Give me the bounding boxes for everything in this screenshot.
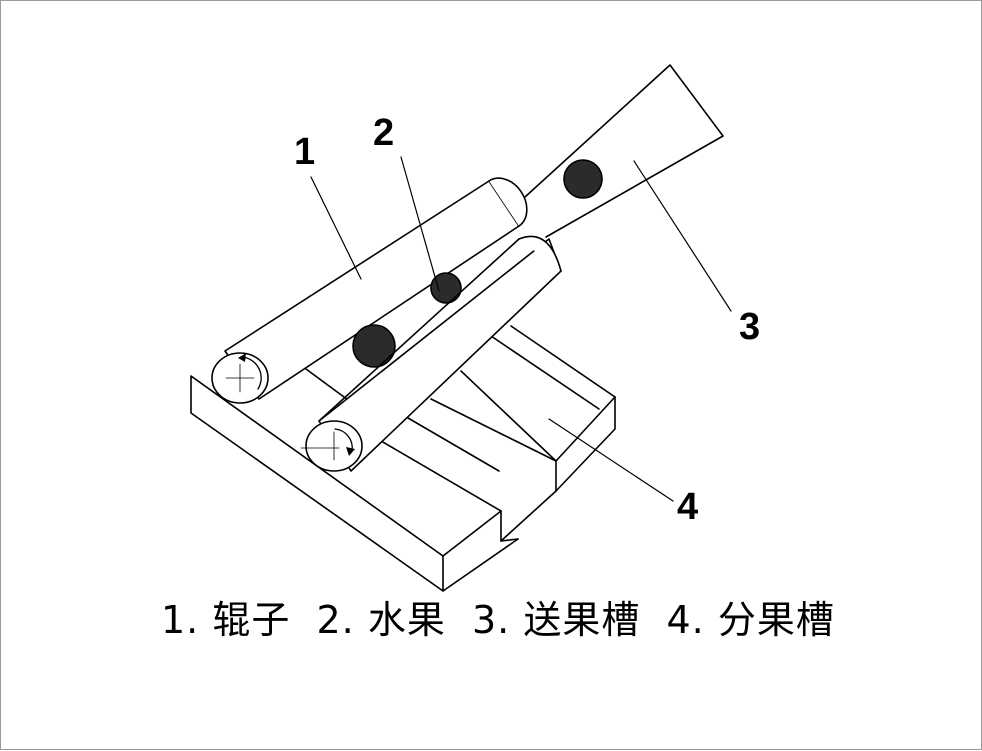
- label-sorting-trough: 4: [677, 486, 698, 528]
- label-feed-chute: 3: [739, 306, 760, 348]
- label-fruit: 2: [373, 112, 394, 154]
- label-roller: 1: [294, 131, 315, 173]
- rotation-arrow-back: [241, 356, 262, 390]
- leader-line-4: [548, 418, 674, 502]
- fruit-large: [352, 324, 396, 368]
- leader-line-2: [400, 156, 440, 292]
- figure-caption: 1. 辊子 2. 水果 3. 送果槽 4. 分果槽: [161, 598, 835, 642]
- leader-line-3: [633, 160, 732, 312]
- fruit-in-chute: [563, 159, 603, 199]
- feed-chute: [513, 64, 724, 238]
- fruit-small: [430, 272, 462, 304]
- roller-back: [211, 177, 528, 404]
- sorting-trough: [190, 325, 616, 592]
- roller-front: [300, 235, 562, 472]
- leader-line-1: [310, 176, 362, 280]
- rotation-arrow-front: [334, 428, 353, 452]
